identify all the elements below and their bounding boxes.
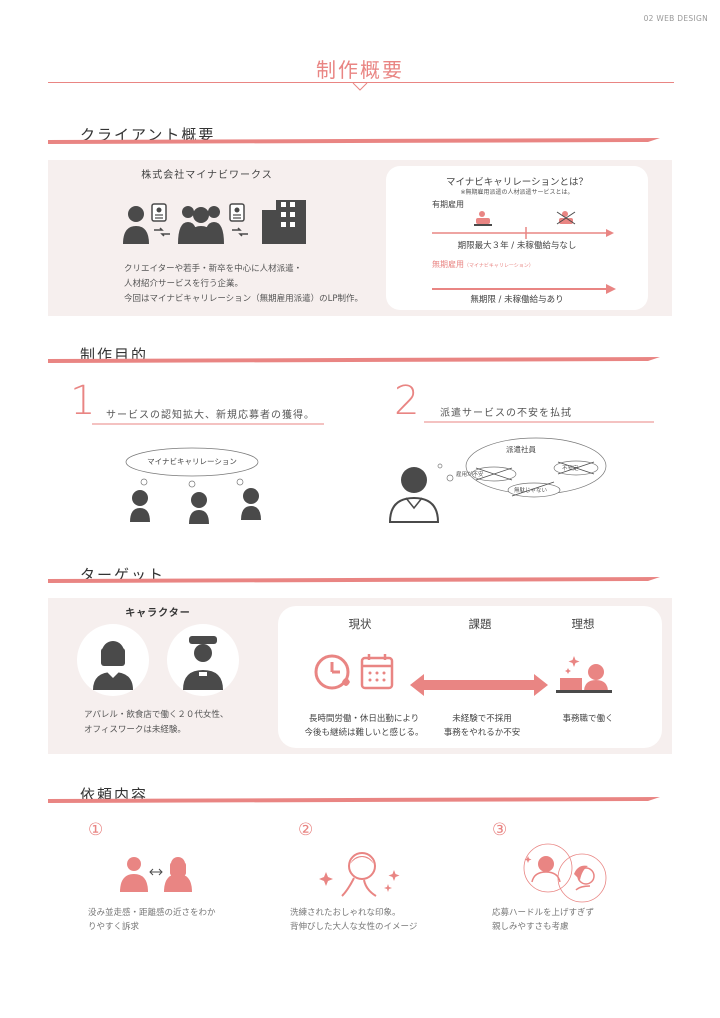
request-desc-2-2: 背伸びした大人な女性のイメージ [290, 922, 418, 932]
purpose-text-2: 派遣サービスの不安を払拭 [440, 408, 572, 419]
column-desc-ideal-1: 事務職で働く [562, 714, 614, 724]
fixed-term-label: 有期雇用 [432, 200, 464, 209]
fixed-term-desc: 期限最大３年 / 未稼働給与なし [457, 241, 577, 251]
section-bar [48, 357, 660, 363]
indefinite-label: 無期雇用（マイナビキャリレーション） [432, 259, 534, 270]
column-desc-current-1: 長時間労働・休日出勤により [308, 714, 420, 724]
column-desc-issue-1: 未経験で不採用 [452, 714, 512, 724]
service-card-title: マイナビキャリレーションとは？ [445, 177, 589, 188]
bubble-text-1: マイナビキャリレーション [147, 457, 237, 466]
column-title-issue: 課題 [468, 617, 492, 631]
request-desc-1-2: りやすく訴求 [88, 922, 140, 932]
bubble-title-2: 派遣社員 [506, 445, 536, 454]
client-desc-1: クリエイターや若手・新卒を中心に人材派遣・ [124, 264, 303, 274]
elegant-woman-icon [319, 852, 400, 897]
request-desc-3-1: 応募ハードルを上げすぎず [492, 908, 595, 918]
approachable-circles-icon [523, 843, 607, 903]
page-title: 制作概要 [316, 58, 404, 82]
speech-bubble-group-icon [125, 447, 261, 524]
bubble-word-3: 無駄じゃない [514, 488, 548, 494]
indefinite-desc: 無期限 / 未稼働給与あり [470, 295, 564, 305]
service-info-card [386, 166, 648, 310]
request-desc-3-2: 親しみやすさも考慮 [492, 922, 569, 932]
purpose-text-1: サービスの認知拡大、新規応募者の獲得。 [106, 410, 315, 421]
character-desc-2: オフィスワークは未経験。 [84, 725, 186, 735]
indefinite-label-sub: （マイナビキャリレーション） [464, 263, 534, 269]
target-flow-icon [314, 654, 612, 696]
indefinite-label-main: 無期雇用 [432, 260, 464, 269]
bubble-word-1: 雇用が不安 [456, 472, 484, 478]
request-number-3: ③ [492, 820, 508, 840]
purpose-number-2: 2 [394, 378, 420, 424]
request-desc-1-1: 没み並走感・距離感の近さをわか [88, 908, 216, 918]
column-desc-current-2: 今後も継続は難しいと感じる。 [304, 728, 424, 739]
character-avatars-icon [77, 624, 239, 696]
section-bar [48, 577, 660, 583]
header-tag: 02 WEB DESIGN [643, 14, 708, 23]
request-desc-2-1: 洗練されたおしゃれな印象。 [290, 908, 401, 918]
side-by-side-icon [120, 857, 192, 892]
indefinite-timeline [432, 284, 616, 294]
purpose-underline-2 [424, 421, 654, 423]
bubble-word-2: 不安定 [562, 466, 579, 472]
section-title-client: クライアント概要 [80, 126, 216, 144]
people-network-icon [123, 200, 306, 244]
client-desc-2: 人材紹介サービスを行う企業。 [124, 279, 244, 289]
request-number-1: ① [88, 820, 104, 840]
purpose-number-1: 1 [70, 378, 96, 424]
fixed-term-timeline [432, 211, 614, 239]
client-desc-3: 今回はマイナビキャリレーション（無期雇用派遣）のLP制作。 [124, 294, 364, 304]
column-desc-current: 長時間労働・休日出勤により 今後も継続は難しいと感じる。 [294, 712, 434, 741]
column-desc-issue-2: 事務をやれるか不安 [443, 728, 521, 739]
column-desc-issue: 未経験で不採用 事務をやれるか不安 [430, 712, 534, 741]
service-card-note: ※無期雇用派遣の人材派遣サービスとは。 [460, 189, 574, 196]
purpose-underline-1 [92, 423, 324, 425]
chevron-down-icon [352, 82, 368, 91]
title-divider [48, 82, 674, 83]
section-bar [48, 797, 660, 803]
request-number-2: ② [298, 820, 314, 840]
column-title-current: 現状 [348, 617, 372, 631]
worried-worker-icon [388, 437, 607, 523]
character-title: キャラクター [125, 608, 191, 619]
character-desc-1: アパレル・飲食店で働く２０代女性、 [84, 710, 229, 720]
section-bar [48, 138, 660, 144]
company-name: 株式会社マイナビワークス [141, 170, 273, 181]
column-desc-ideal: 事務職で働く [548, 712, 628, 726]
column-title-ideal: 理想 [571, 617, 595, 631]
